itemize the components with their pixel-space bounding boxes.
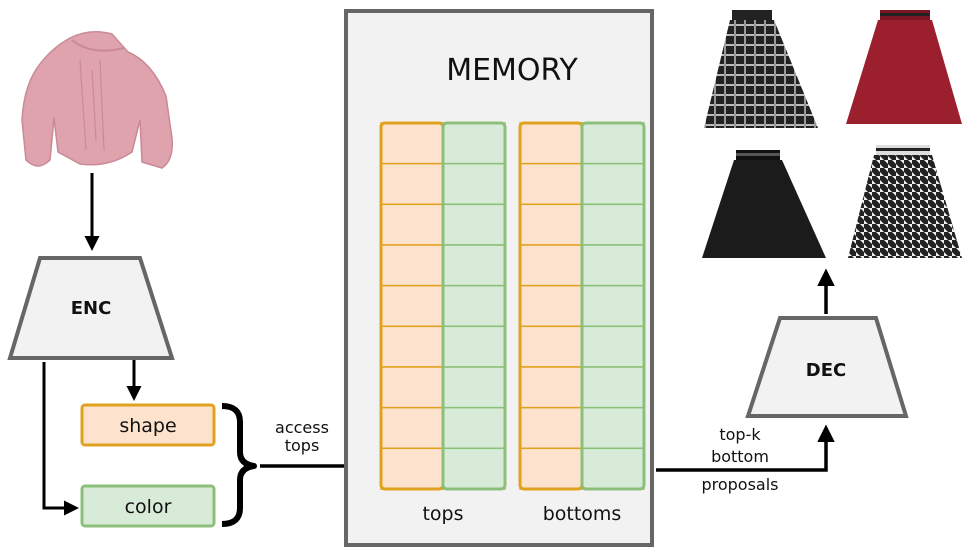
decoder-label: DEC bbox=[806, 360, 846, 381]
tops-color-slot bbox=[442, 447, 506, 490]
output-skirt-houndstooth-image bbox=[848, 145, 962, 258]
bottoms-shape-slot bbox=[519, 203, 583, 246]
bottoms-color-slot bbox=[581, 406, 645, 450]
tops-shape-slot bbox=[380, 284, 444, 328]
access-label-line2: tops bbox=[285, 436, 320, 455]
bottoms-shape-slot bbox=[519, 366, 583, 409]
tops-color-slot bbox=[442, 203, 506, 246]
input-sweater-image bbox=[21, 31, 174, 169]
color-feature-label: color bbox=[125, 496, 172, 518]
output-skirt-black-image bbox=[702, 150, 826, 258]
encoder-label: ENC bbox=[71, 298, 112, 319]
curly-brace bbox=[221, 403, 257, 527]
bottoms-memory-table bbox=[518, 121, 646, 491]
bottoms-color-slot bbox=[581, 284, 645, 328]
tops-shape-slot bbox=[380, 244, 444, 287]
bottoms-shape-slot bbox=[519, 406, 583, 450]
bottoms-color-slot bbox=[581, 122, 645, 165]
tops-color-slot bbox=[442, 406, 506, 450]
bottoms-shape-slot bbox=[519, 447, 583, 490]
bottoms-color-slot bbox=[581, 162, 645, 206]
bottoms-color-slot bbox=[581, 244, 645, 287]
tops-shape-slot bbox=[380, 203, 444, 246]
access-label-line1: access bbox=[275, 418, 329, 437]
bottoms-color-slot bbox=[581, 325, 645, 368]
bottoms-label: bottoms bbox=[543, 503, 622, 525]
output-skirt-tartan-image bbox=[704, 10, 818, 128]
decoder-block bbox=[745, 316, 909, 418]
tops-color-column bbox=[441, 121, 507, 491]
shape-feature-box bbox=[80, 403, 216, 447]
proposals-label-line2: bottom bbox=[711, 447, 769, 466]
proposals-label-line3: proposals bbox=[701, 475, 778, 494]
bottoms-shape-slot bbox=[519, 325, 583, 368]
tops-shape-slot bbox=[380, 122, 444, 165]
output-skirt-red-image bbox=[846, 10, 962, 124]
tops-color-slot bbox=[442, 325, 506, 368]
bottoms-shape-slot bbox=[519, 244, 583, 287]
bottoms-color-slot bbox=[581, 447, 645, 490]
encoder-block bbox=[7, 256, 175, 360]
bottoms-color-slot bbox=[581, 203, 645, 246]
tops-shape-slot bbox=[380, 447, 444, 490]
tops-color-slot bbox=[442, 162, 506, 206]
tops-color-slot bbox=[442, 366, 506, 409]
tops-color-slot bbox=[442, 284, 506, 328]
proposals-label-line1: top-k bbox=[719, 425, 761, 444]
arrow-proposals-to-dec bbox=[656, 424, 835, 472]
color-feature-box bbox=[80, 484, 216, 528]
bottoms-shape-slot bbox=[519, 284, 583, 328]
shape-feature-label: shape bbox=[119, 415, 176, 437]
memory-title: MEMORY bbox=[446, 53, 578, 88]
tops-memory-table bbox=[379, 121, 507, 491]
bottoms-shape-slot bbox=[519, 122, 583, 165]
tops-color-slot bbox=[442, 122, 506, 165]
tops-shape-slot bbox=[380, 406, 444, 450]
bottoms-shape-slot bbox=[519, 162, 583, 206]
bottoms-color-column bbox=[580, 121, 646, 491]
tops-label: tops bbox=[422, 503, 463, 525]
tops-shape-slot bbox=[380, 366, 444, 409]
tops-shape-slot bbox=[380, 162, 444, 206]
bottoms-color-slot bbox=[581, 366, 645, 409]
tops-color-slot bbox=[442, 244, 506, 287]
arrow-enc-to-color bbox=[42, 362, 79, 516]
tops-shape-slot bbox=[380, 325, 444, 368]
